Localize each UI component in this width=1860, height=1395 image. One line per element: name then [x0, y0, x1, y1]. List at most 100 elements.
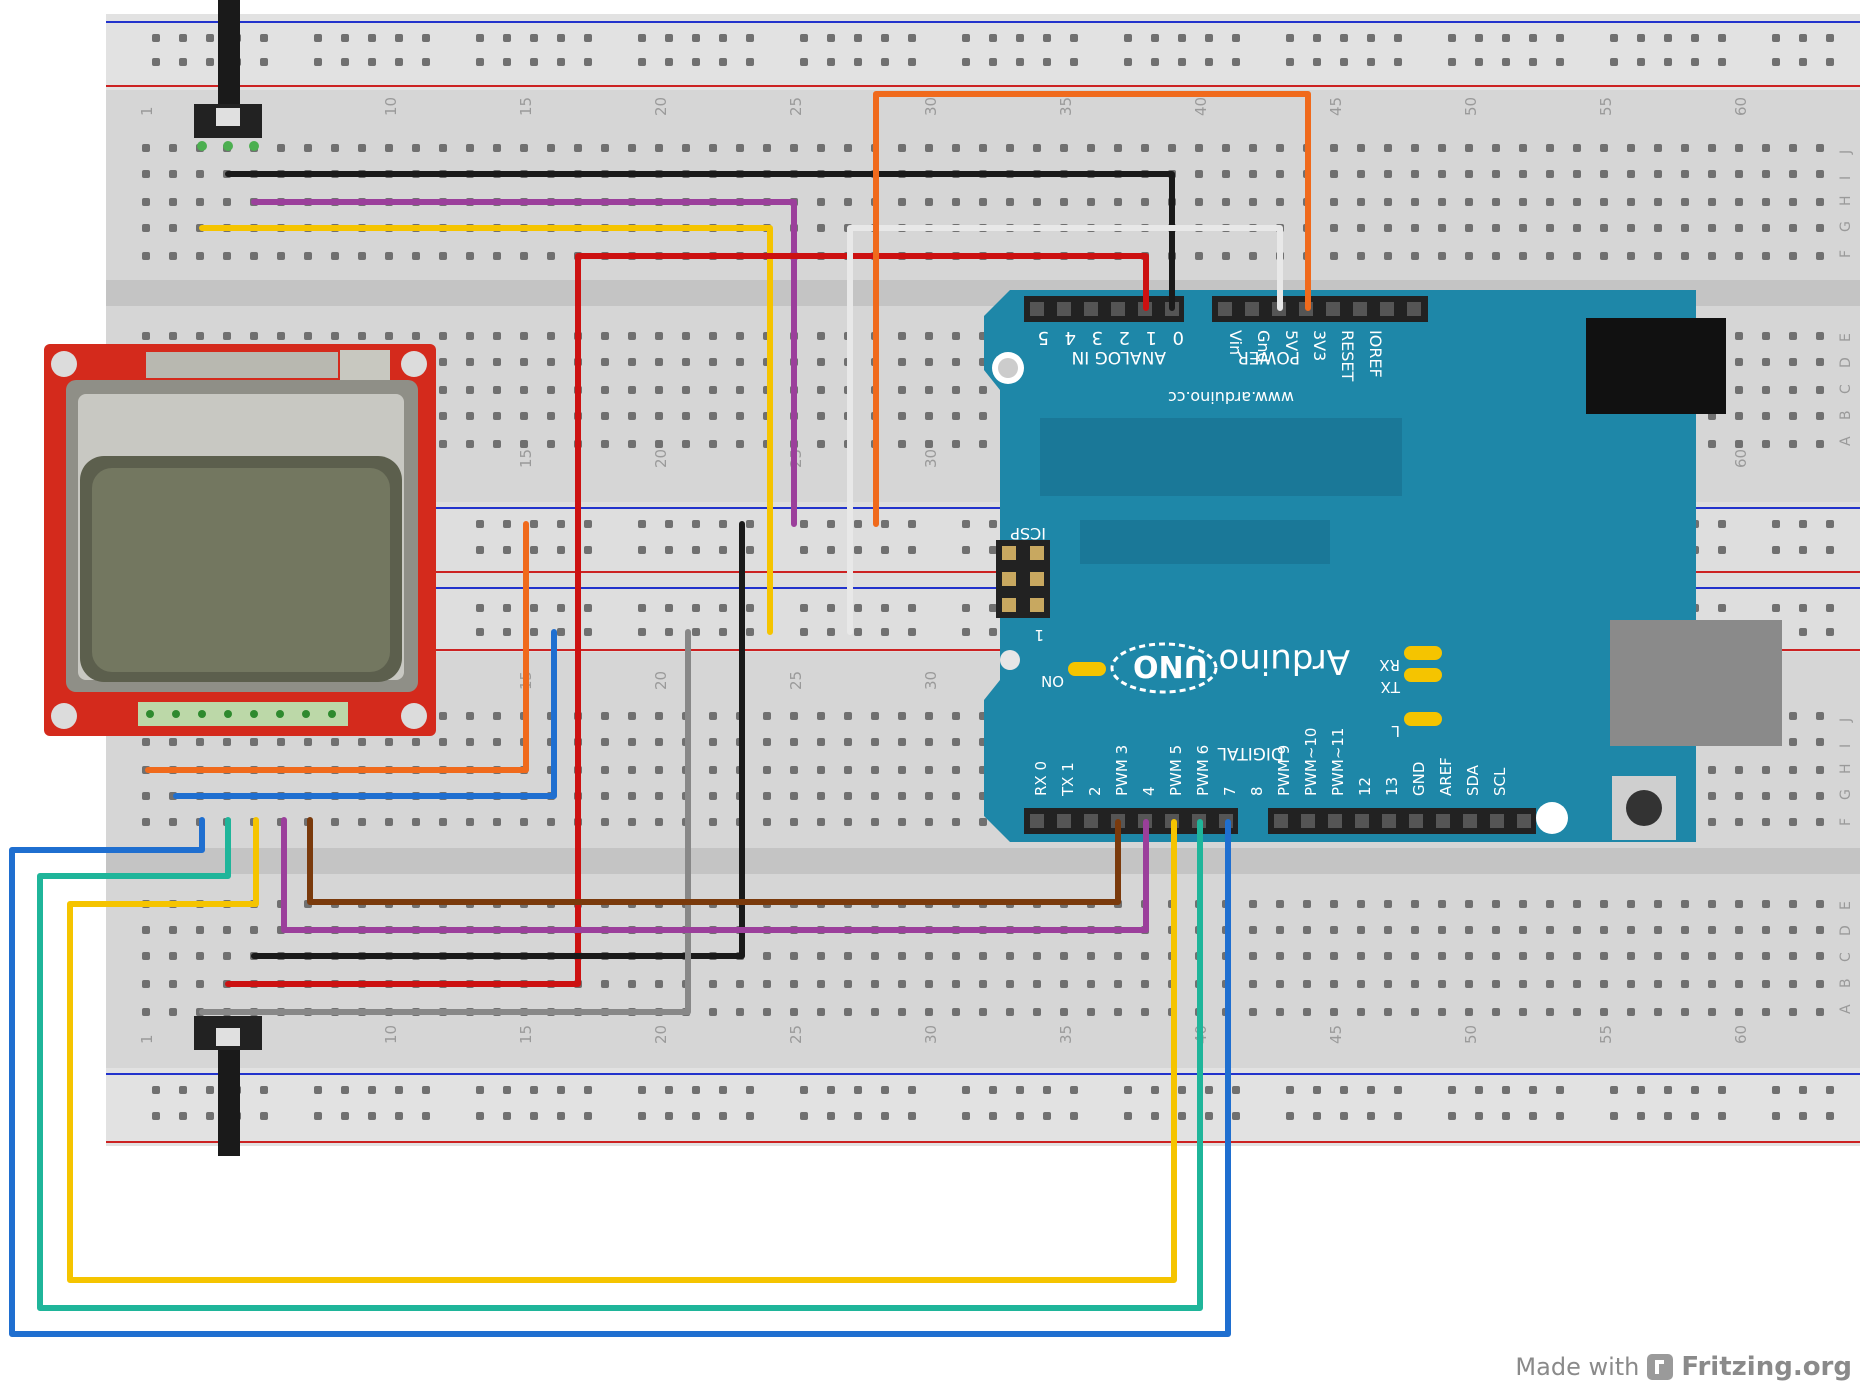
power-pin-label: RESET [1338, 330, 1357, 381]
potentiometer-shaft [218, 0, 240, 104]
lcd-mount-hole [51, 703, 77, 729]
column-number: 20 [652, 671, 670, 690]
uno-logo-oval [1110, 642, 1218, 694]
column-number: 15 [517, 97, 535, 116]
row-letter: I [1838, 176, 1854, 180]
wire-purple-top [251, 199, 797, 527]
power-pin-label: Vin [1226, 330, 1245, 355]
digital-pin-label: PWM~11 [1329, 728, 1347, 796]
column-number: 50 [1462, 1025, 1480, 1044]
analog-pin-label: 5 [1038, 327, 1049, 348]
wire-brown-d3 [307, 817, 1121, 905]
row-letter: D [1838, 925, 1854, 936]
icsp-label: ICSP [1010, 524, 1046, 543]
wire-purple-d4 [281, 817, 1149, 933]
digital-pin-label: 7 [1221, 786, 1239, 796]
column-number: 15 [517, 449, 535, 468]
analog-pin-label: 4 [1065, 327, 1076, 348]
digital-pin-label: SDA [1464, 764, 1482, 796]
analog-pin-label: 1 [1146, 327, 1157, 348]
column-number: 10 [382, 1025, 400, 1044]
column-number: 1 [138, 1034, 156, 1044]
row-letter: G [1838, 221, 1854, 232]
wire-yellow-top [199, 225, 773, 635]
digital-pin-label: PWM 3 [1113, 745, 1131, 796]
top-power-rail [106, 14, 1860, 90]
column-number: 60 [1732, 1025, 1750, 1044]
wire-orange-lcd [145, 521, 529, 773]
row-letter: A [1838, 436, 1854, 446]
power-pin-label: 3V3 [1310, 330, 1329, 361]
digital-pin-label: PWM~10 [1302, 728, 1320, 796]
column-number: 20 [652, 1025, 670, 1044]
wire-teal-d6 [37, 817, 1203, 1311]
column-number: 30 [922, 671, 940, 690]
analog-header [1024, 296, 1184, 322]
l-led-label: L [1391, 722, 1400, 740]
potentiometer-shaft [218, 1050, 240, 1156]
column-number: 20 [652, 97, 670, 116]
potentiometer-bottom [194, 1016, 262, 1156]
potentiometer-top [194, 0, 262, 151]
digital-pin-label: PWM 9 [1275, 745, 1293, 796]
column-number: 20 [652, 449, 670, 468]
digital-pin-label: 4 [1140, 786, 1158, 796]
digital-pin-label: 12 [1356, 777, 1374, 796]
column-number: 60 [1732, 97, 1750, 116]
wire-blue-d7 [9, 817, 1231, 1337]
wire-blue-lcd [173, 629, 557, 799]
row-letter: E [1838, 333, 1854, 342]
usb-connector [1610, 620, 1782, 746]
bottom-power-rail [106, 1068, 1860, 1146]
power-pin-label: Gnd [1254, 330, 1273, 363]
wire-yellow-d5 [67, 817, 1177, 1283]
analog-pin-label: 2 [1119, 327, 1130, 348]
power-header [1212, 296, 1428, 322]
row-letter: F [1838, 250, 1854, 258]
column-number: 45 [1327, 97, 1345, 116]
column-number: 25 [787, 1025, 805, 1044]
wire-orange-5v [873, 91, 1311, 527]
lcd-mount-hole [401, 703, 427, 729]
row-letter: C [1838, 952, 1854, 962]
digital-pin-label: PWM 5 [1167, 745, 1185, 796]
arduino-board: Arduino UNO www.arduino.cc ANALOG IN POW… [984, 290, 1782, 842]
analog-pin-label: 0 [1173, 327, 1184, 348]
dc-power-jack [1586, 318, 1726, 414]
row-letter: H [1838, 195, 1854, 206]
on-led-label: ON [1041, 672, 1064, 690]
digital-pin-label: GND [1410, 762, 1428, 796]
power-label: POWER [1237, 347, 1300, 367]
row-letter: B [1838, 410, 1854, 420]
digital-pin-label: AREF [1437, 757, 1455, 796]
wire-black-lower [251, 521, 745, 959]
analog-pin-label: 3 [1092, 327, 1103, 348]
digital-label: DIGITAL [1217, 743, 1284, 763]
column-number: 45 [1327, 1025, 1345, 1044]
lcd-module [44, 344, 436, 736]
fritzing-logo-icon [1647, 1354, 1674, 1380]
row-letter: A [1838, 1004, 1854, 1014]
made-with-label: Made with [1515, 1353, 1640, 1381]
row-letter: C [1838, 384, 1854, 394]
column-number: 30 [922, 449, 940, 468]
analog-in-label: ANALOG IN [1071, 347, 1166, 367]
column-number: 55 [1597, 1025, 1615, 1044]
fritzing-brand-label: Fritzing.org [1681, 1352, 1852, 1382]
on-led [1068, 662, 1106, 676]
rx-led [1404, 646, 1442, 660]
rx-led-label: RX [1379, 656, 1400, 674]
row-letter: D [1838, 357, 1854, 368]
wire-black-pot-to-a0 [225, 171, 1175, 311]
wire-red-a1 [225, 253, 1149, 987]
row-letter: I [1838, 744, 1854, 748]
row-letter: G [1838, 789, 1854, 800]
column-number: 30 [922, 1025, 940, 1044]
l-led [1404, 712, 1442, 726]
arduino-brand-label: Arduino [1218, 641, 1350, 681]
column-number: 25 [787, 97, 805, 116]
wire-white-gnd [847, 225, 1283, 635]
lcd-mount-hole [51, 351, 77, 377]
